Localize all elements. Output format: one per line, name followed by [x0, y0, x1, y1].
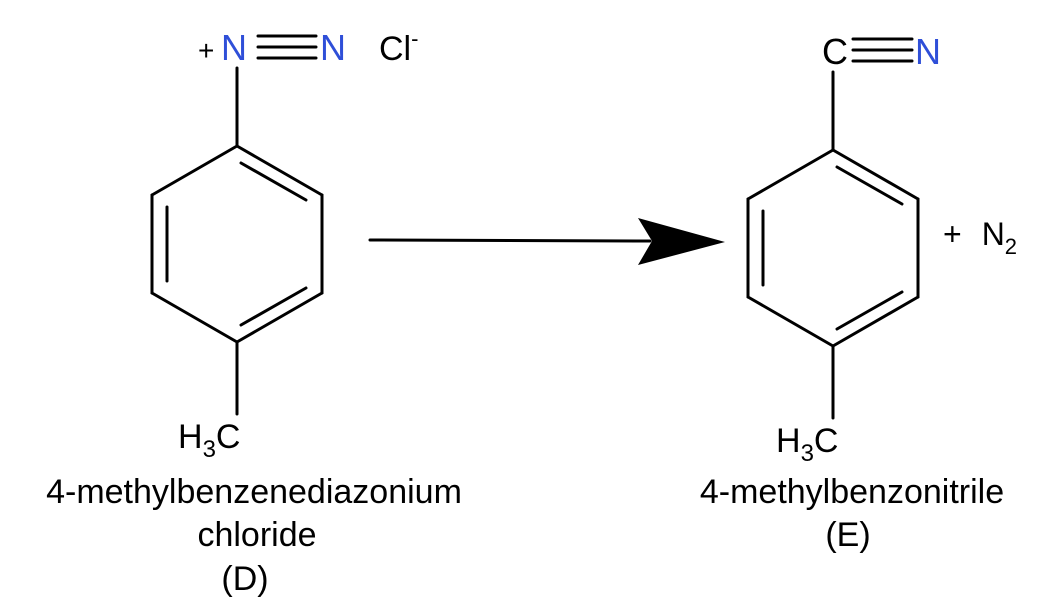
reactant-structure: + N N Cl- H3C: [150, 26, 418, 463]
chloride-ion: Cl-: [379, 26, 418, 68]
reactant-methyl-group: H3C: [178, 418, 240, 463]
reaction-arrow: [368, 218, 725, 265]
product-c-atom: C: [822, 31, 848, 72]
reactant-n2-atom: N: [320, 27, 346, 68]
product-label: (E): [825, 516, 870, 554]
reactant-plus-charge: +: [198, 35, 214, 66]
product-n-atom: N: [915, 31, 941, 72]
product-methyl-group: H3C: [776, 422, 838, 467]
byproduct-nitrogen: +N2: [943, 216, 1017, 259]
reactant-benzene-ring: [150, 144, 324, 344]
product-name: 4-methylbenzonitrile: [700, 473, 1004, 511]
product-structure: C N H3C: [746, 31, 941, 467]
reactant-n1-atom: N: [221, 27, 247, 68]
nitrile-triple-bond: [851, 37, 914, 63]
diazonium-triple-bond: [256, 34, 318, 60]
product-benzene-ring: [746, 148, 920, 348]
reactant-label: (D): [221, 560, 268, 598]
reactant-name-line2: chloride: [197, 516, 316, 554]
reactant-name-line1: 4-methylbenzenediazonium: [46, 473, 462, 511]
